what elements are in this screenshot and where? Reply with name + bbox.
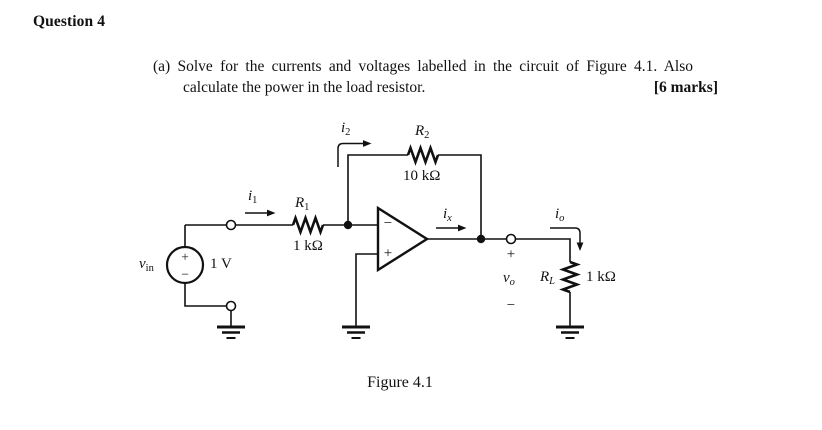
vin-label: vin [139, 256, 154, 274]
io-current-arrow [550, 227, 584, 251]
wire-noninverting-ground [355, 253, 378, 327]
question-title: Question 4 [33, 13, 106, 30]
rl-value-label: 1 kΩ [586, 269, 616, 285]
resistor-r2 [406, 144, 440, 166]
question-paragraph: (a) Solve for the currents and voltages … [153, 56, 718, 98]
terminal-output [505, 233, 517, 245]
vin-value-label: 1 V [210, 256, 232, 272]
resistor-rl [559, 260, 581, 294]
opamp-inverting-sign: − [383, 215, 393, 232]
rl-label: RL [540, 269, 556, 287]
wire-source-bottom [184, 283, 227, 307]
i2-label: i2 [341, 120, 351, 138]
figure-caption: Figure 4.1 [367, 374, 433, 391]
resistor-r1 [291, 214, 325, 236]
source-plus-sign: + [181, 249, 189, 265]
r1-label: R1 [295, 195, 310, 213]
question-line1-text: Solve for the currents and voltages labe… [177, 58, 694, 75]
question-line1: (a) Solve for the currents and voltages … [153, 56, 693, 77]
r2-value-label: 10 kΩ [403, 168, 441, 184]
ix-current-arrow [436, 224, 467, 232]
i2-current-arrow [337, 140, 372, 167]
opamp-noninverting-sign: + [383, 245, 393, 262]
question-part-label: (a) [153, 58, 171, 75]
r2-label: R2 [415, 123, 430, 141]
terminal-source-return [225, 300, 237, 312]
output-minus-sign: − [506, 297, 516, 314]
ix-label: ix [443, 206, 452, 224]
vo-label: vo [503, 270, 515, 288]
wire-feedback-right [438, 154, 482, 239]
ground-symbol-opamp [342, 325, 370, 339]
i1-label: i1 [248, 188, 258, 206]
question-line2-text: calculate the power in the load resistor… [183, 79, 426, 96]
voltage-source-circle [165, 245, 205, 285]
ground-symbol-source [217, 325, 245, 339]
ground-symbol-load [556, 325, 584, 339]
node-dot-inverting [343, 220, 353, 230]
node-dot-output [476, 234, 486, 244]
source-minus-sign: − [181, 266, 189, 282]
output-plus-sign: + [506, 246, 516, 263]
i1-current-arrow [245, 209, 276, 217]
r1-value-label: 1 kΩ [293, 238, 323, 254]
circuit-wires [184, 154, 571, 327]
opamp-triangle [376, 205, 430, 273]
terminal-input [225, 219, 237, 231]
marks-label: [6 marks] [653, 79, 718, 96]
io-label: io [555, 206, 565, 224]
wire-feedback-left [347, 154, 408, 225]
wire-output-right [515, 238, 571, 262]
question-line2: calculate the power in the load resistor… [183, 77, 718, 98]
